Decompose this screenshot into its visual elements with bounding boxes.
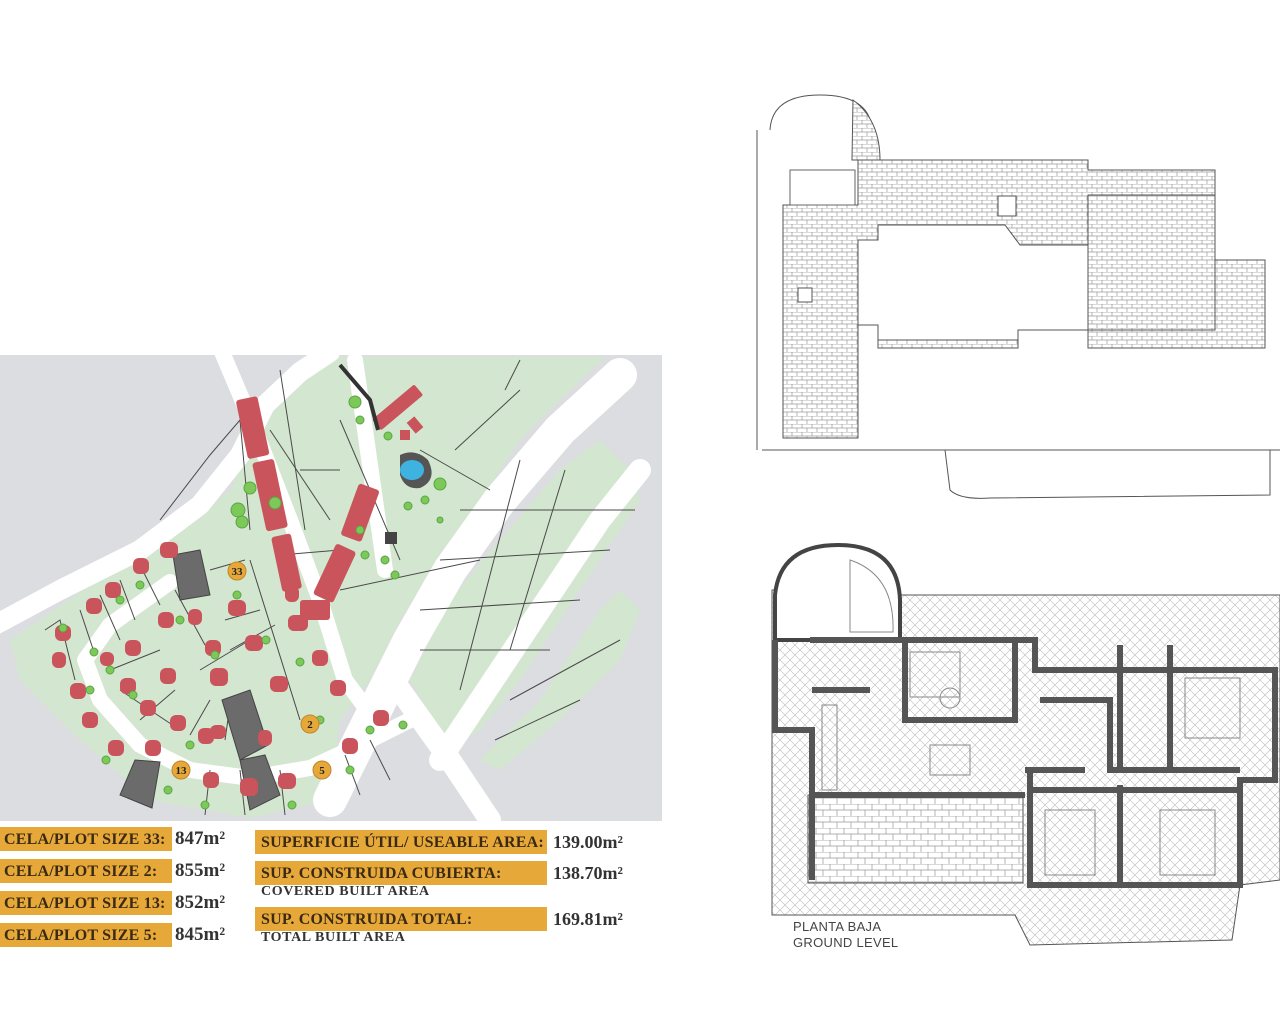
clubhouse [385,532,397,544]
stair-roof [851,99,881,161]
roads [0,355,651,821]
plot-33-label: 33 [232,566,244,578]
plot-size-label: CELA/PLOT SIZE 33: [0,827,172,851]
plot-size-row: CELA/PLOT SIZE 33: 847m² [0,827,225,851]
plot-size-value: 855m² [175,860,226,881]
plot-size-row: CELA/PLOT SIZE 2: 855m² [0,859,225,883]
roof-plan [756,94,1280,499]
plot-13-label: 13 [176,765,188,777]
caption-english: GROUND LEVEL [793,935,899,950]
area-sublabel: TOTAL BUILT AREA [261,930,406,945]
plot-size-label: CELA/PLOT SIZE 13: [0,891,172,915]
caption-spanish: PLANTA BAJA [793,919,882,934]
area-value: 169.81m² [553,908,623,929]
highlighted-plots [119,549,281,811]
pergola [789,169,856,206]
spiral-stair [849,559,894,633]
plot-size-row: CELA/PLOT SIZE 5: 845m² [0,923,225,947]
houses [52,385,424,796]
plot-size-label: CELA/PLOT SIZE 2: [0,859,172,883]
plot-2-badge: 2 [300,714,320,734]
plot-13-badge: 13 [171,760,191,780]
plot-5-label: 5 [319,765,325,777]
plot-size-value: 852m² [175,892,226,913]
porch [807,794,1024,884]
plot-5-badge: 5 [312,760,332,780]
plot-13-area[interactable] [119,759,161,809]
area-row: SUP. CONSTRUIDA TOTAL: 169.81m² [255,907,623,931]
area-sublabel: COVERED BUILT AREA [261,884,430,899]
plot-size-value: 847m² [175,828,226,849]
area-label: SUPERFICIE ÚTIL/ USEABLE AREA: [255,830,547,854]
lot-lines [44,359,635,816]
area-value: 139.00m² [553,831,623,852]
site-map: 33 2 13 5 [0,355,662,821]
plot-2-label: 2 [307,719,313,731]
chimney [797,287,813,303]
walls [772,637,1278,888]
area-value: 138.70m² [553,862,623,883]
roof-tiles-right [1087,194,1216,331]
roof-flat-area [857,224,1089,341]
area-row: SUPERFICIE ÚTIL/ USEABLE AREA: 139.00m² [255,830,623,854]
path [338,363,380,431]
area-label: SUP. CONSTRUIDA CUBIERTA: [255,861,547,885]
trees [58,395,447,810]
ground-floor-plan [771,542,1280,946]
chimney [997,195,1017,217]
plot-size-label: CELA/PLOT SIZE 5: [0,923,172,947]
plot-33-area[interactable] [172,549,211,601]
plot-size-value: 845m² [175,924,226,945]
plot-size-row: CELA/PLOT SIZE 13: 852m² [0,891,225,915]
pool [400,460,424,480]
plot-badges: 33 2 13 5 [171,561,332,780]
floor-plan-caption: PLANTA BAJA GROUND LEVEL [793,919,898,951]
plot-33-badge: 33 [227,561,247,581]
area-label: SUP. CONSTRUIDA TOTAL: [255,907,547,931]
area-row: SUP. CONSTRUIDA CUBIERTA: 138.70m² [255,861,623,885]
furniture [821,651,1241,876]
